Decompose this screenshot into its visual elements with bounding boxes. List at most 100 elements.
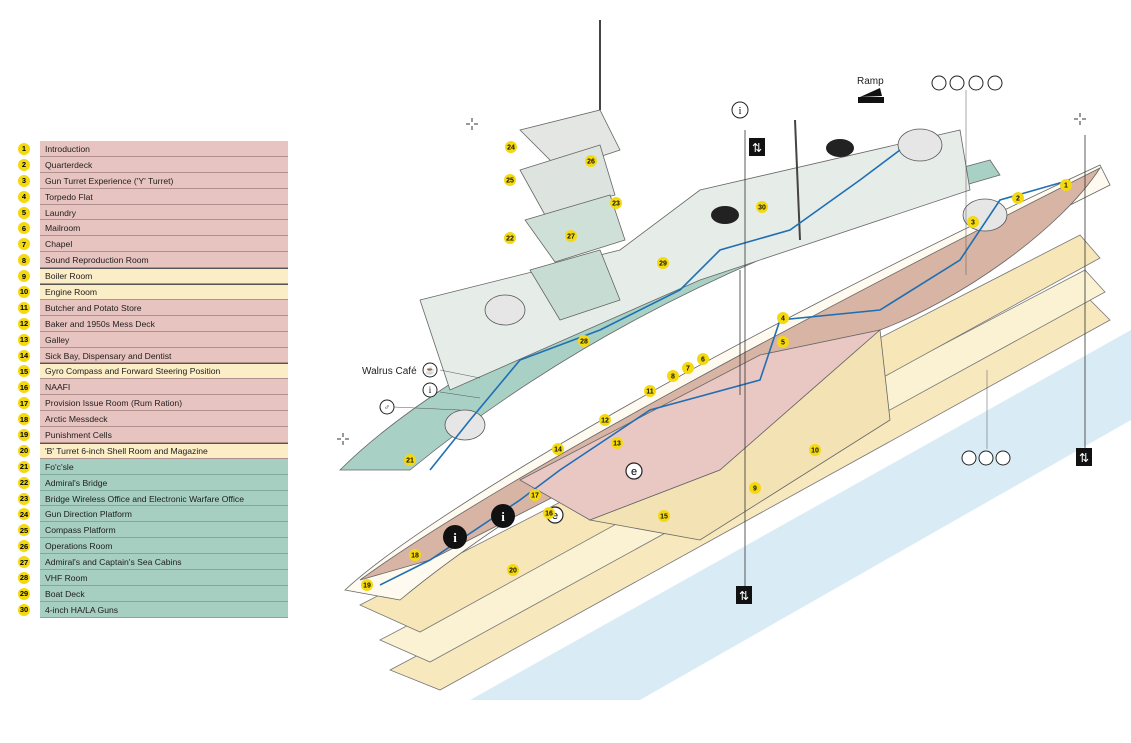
legend-label: Gun Turret Experience ('Y' Turret) bbox=[45, 175, 174, 186]
number-badge: 22 bbox=[18, 476, 30, 489]
number-badge: 21 bbox=[18, 460, 30, 473]
number-badge: 29 bbox=[18, 587, 30, 600]
ship-marker-7: 7 bbox=[682, 362, 694, 374]
svg-text:i: i bbox=[501, 509, 505, 524]
legend-bar bbox=[40, 331, 288, 348]
legend-bar bbox=[40, 156, 288, 173]
escalator-icon[interactable]: e bbox=[625, 462, 643, 480]
legend-bar bbox=[40, 268, 288, 285]
lift-icon[interactable]: ⇅ bbox=[749, 138, 765, 156]
info-icon[interactable]: i bbox=[443, 525, 467, 549]
upper-deck bbox=[339, 129, 1001, 471]
lift-icon[interactable]: ⇅ bbox=[736, 586, 752, 604]
svg-text:8: 8 bbox=[671, 374, 675, 381]
svg-text:11: 11 bbox=[646, 389, 654, 396]
svg-text:4: 4 bbox=[781, 316, 785, 323]
number-badge: 2 bbox=[18, 158, 30, 171]
legend-label: Boiler Room bbox=[45, 271, 93, 282]
legend-label: Galley bbox=[45, 334, 70, 345]
svg-text:12: 12 bbox=[601, 418, 609, 425]
info-icon[interactable]: i bbox=[731, 101, 749, 119]
number-badge: 27 bbox=[18, 556, 30, 569]
ship-marker-29: 29 bbox=[657, 257, 669, 269]
number-badge: 16 bbox=[18, 381, 30, 394]
svg-text:17: 17 bbox=[531, 493, 539, 500]
legend-bar bbox=[40, 522, 288, 539]
legend-label: Arctic Messdeck bbox=[45, 414, 108, 425]
legend-label: Sound Reproduction Room bbox=[45, 255, 149, 266]
legend-label: Punishment Cells bbox=[45, 429, 112, 440]
legend-label: Laundry bbox=[45, 207, 77, 218]
cafe-icon bbox=[978, 450, 994, 466]
legend-bar bbox=[40, 474, 288, 491]
info-icon[interactable]: i bbox=[422, 382, 438, 398]
lift-icon[interactable]: ⇅ bbox=[1076, 448, 1092, 466]
ship-marker-23: 23 bbox=[610, 197, 622, 209]
ship-marker-27: 27 bbox=[565, 230, 577, 242]
ship-marker-20: 20 bbox=[507, 564, 519, 576]
number-badge: 11 bbox=[18, 301, 30, 314]
ship-marker-24: 24 bbox=[505, 141, 517, 153]
svg-text:20: 20 bbox=[509, 568, 517, 575]
cafe-icon[interactable]: ☕ bbox=[422, 362, 438, 378]
legend-bar bbox=[40, 315, 288, 332]
legend-bar bbox=[40, 188, 288, 205]
ship-marker-5: 5 bbox=[777, 336, 789, 348]
legend-bar bbox=[40, 299, 288, 316]
svg-text:2: 2 bbox=[1016, 196, 1020, 203]
water bbox=[470, 330, 1131, 700]
number-badge: 23 bbox=[18, 492, 30, 505]
number-badge: 19 bbox=[18, 428, 30, 441]
legend-label: Introduction bbox=[45, 143, 90, 154]
number-badge: 28 bbox=[18, 571, 30, 584]
legend-item: 22 Admiral's Bridge bbox=[18, 474, 288, 491]
ship-marker-12: 12 bbox=[599, 414, 611, 426]
ship-marker-21: 21 bbox=[404, 454, 416, 466]
photo-point-icon bbox=[466, 118, 478, 130]
legend-label: Torpedo Flat bbox=[45, 191, 93, 202]
ship-marker-18: 18 bbox=[409, 549, 421, 561]
legend-bar bbox=[40, 252, 288, 269]
legend-bar bbox=[40, 236, 288, 253]
svg-text:i: i bbox=[739, 106, 742, 117]
number-badge: 14 bbox=[18, 349, 30, 362]
ship-marker-1: 1 bbox=[1060, 179, 1072, 191]
legend-label: Compass Platform bbox=[45, 525, 116, 536]
ship-marker-28: 28 bbox=[578, 335, 590, 347]
legend-bar bbox=[40, 411, 288, 428]
facility-icons bbox=[931, 75, 1003, 91]
svg-text:14: 14 bbox=[554, 447, 562, 454]
shop-icon bbox=[961, 450, 977, 466]
legend-label: Boat Deck bbox=[45, 588, 85, 599]
baby-change-icon bbox=[949, 75, 965, 91]
svg-text:⇅: ⇅ bbox=[739, 589, 749, 603]
photo-point-icon bbox=[337, 433, 349, 445]
number-badge: 5 bbox=[18, 206, 30, 219]
toilet-icon[interactable]: ♂ bbox=[379, 399, 395, 415]
info-icon[interactable]: i bbox=[491, 504, 515, 528]
legend-bar bbox=[40, 490, 288, 507]
ship-marker-9: 9 bbox=[749, 482, 761, 494]
svg-text:i: i bbox=[453, 530, 457, 545]
legend-item: 5 Laundry bbox=[18, 204, 288, 221]
legend-label: Baker and 1950s Mess Deck bbox=[45, 318, 155, 329]
legend-bar bbox=[40, 284, 288, 300]
legend-bar bbox=[40, 347, 288, 364]
legend-item: 19 Punishment Cells bbox=[18, 427, 288, 443]
legend-label: Admiral's Bridge bbox=[45, 477, 108, 488]
svg-text:i: i bbox=[429, 385, 432, 395]
